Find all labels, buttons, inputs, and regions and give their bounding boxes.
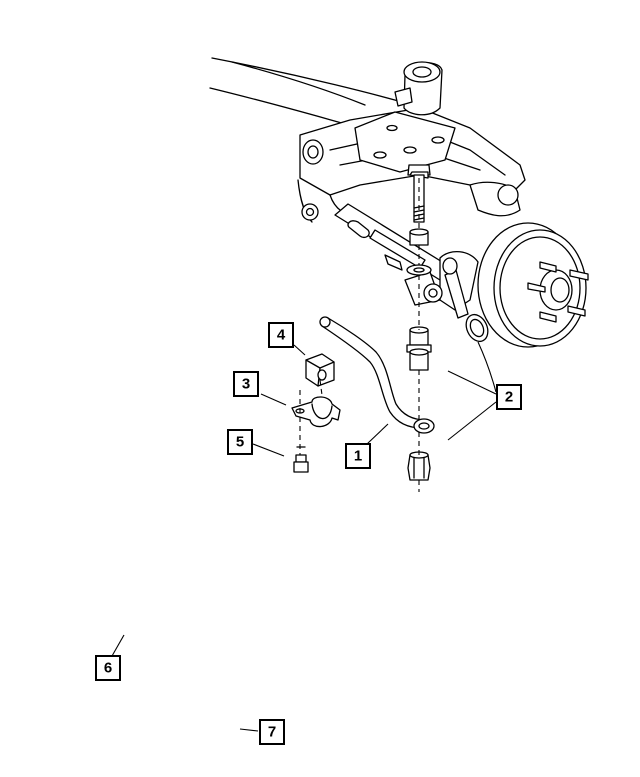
- callout-3: 3: [233, 371, 259, 397]
- control-arm-assembly: [334, 181, 521, 319]
- callout-6-label: 6: [104, 660, 112, 677]
- leader-lines: [111, 341, 497, 732]
- callout-5-label: 5: [236, 434, 244, 451]
- callout-2: 2: [496, 384, 522, 410]
- callout-2-label: 2: [505, 389, 513, 406]
- bushing-retainer: [291, 379, 341, 455]
- callout-4-label: 4: [277, 327, 286, 344]
- stabilizer-bushing: [305, 353, 335, 387]
- callout-4: 4: [268, 322, 294, 348]
- callout-7-label: 7: [268, 724, 276, 741]
- callout-6: 6: [95, 655, 121, 681]
- callout-3-label: 3: [242, 376, 250, 393]
- callout-7: 7: [259, 719, 285, 745]
- callout-1-label: 1: [354, 448, 362, 465]
- stabilizer-bar: [319, 316, 435, 434]
- callout-5: 5: [227, 429, 253, 455]
- callout-1: 1: [345, 443, 371, 469]
- retainer-bolt: [293, 446, 309, 473]
- stabilizer-link-stack: [406, 164, 432, 492]
- brake-drum-hub: [465, 222, 589, 348]
